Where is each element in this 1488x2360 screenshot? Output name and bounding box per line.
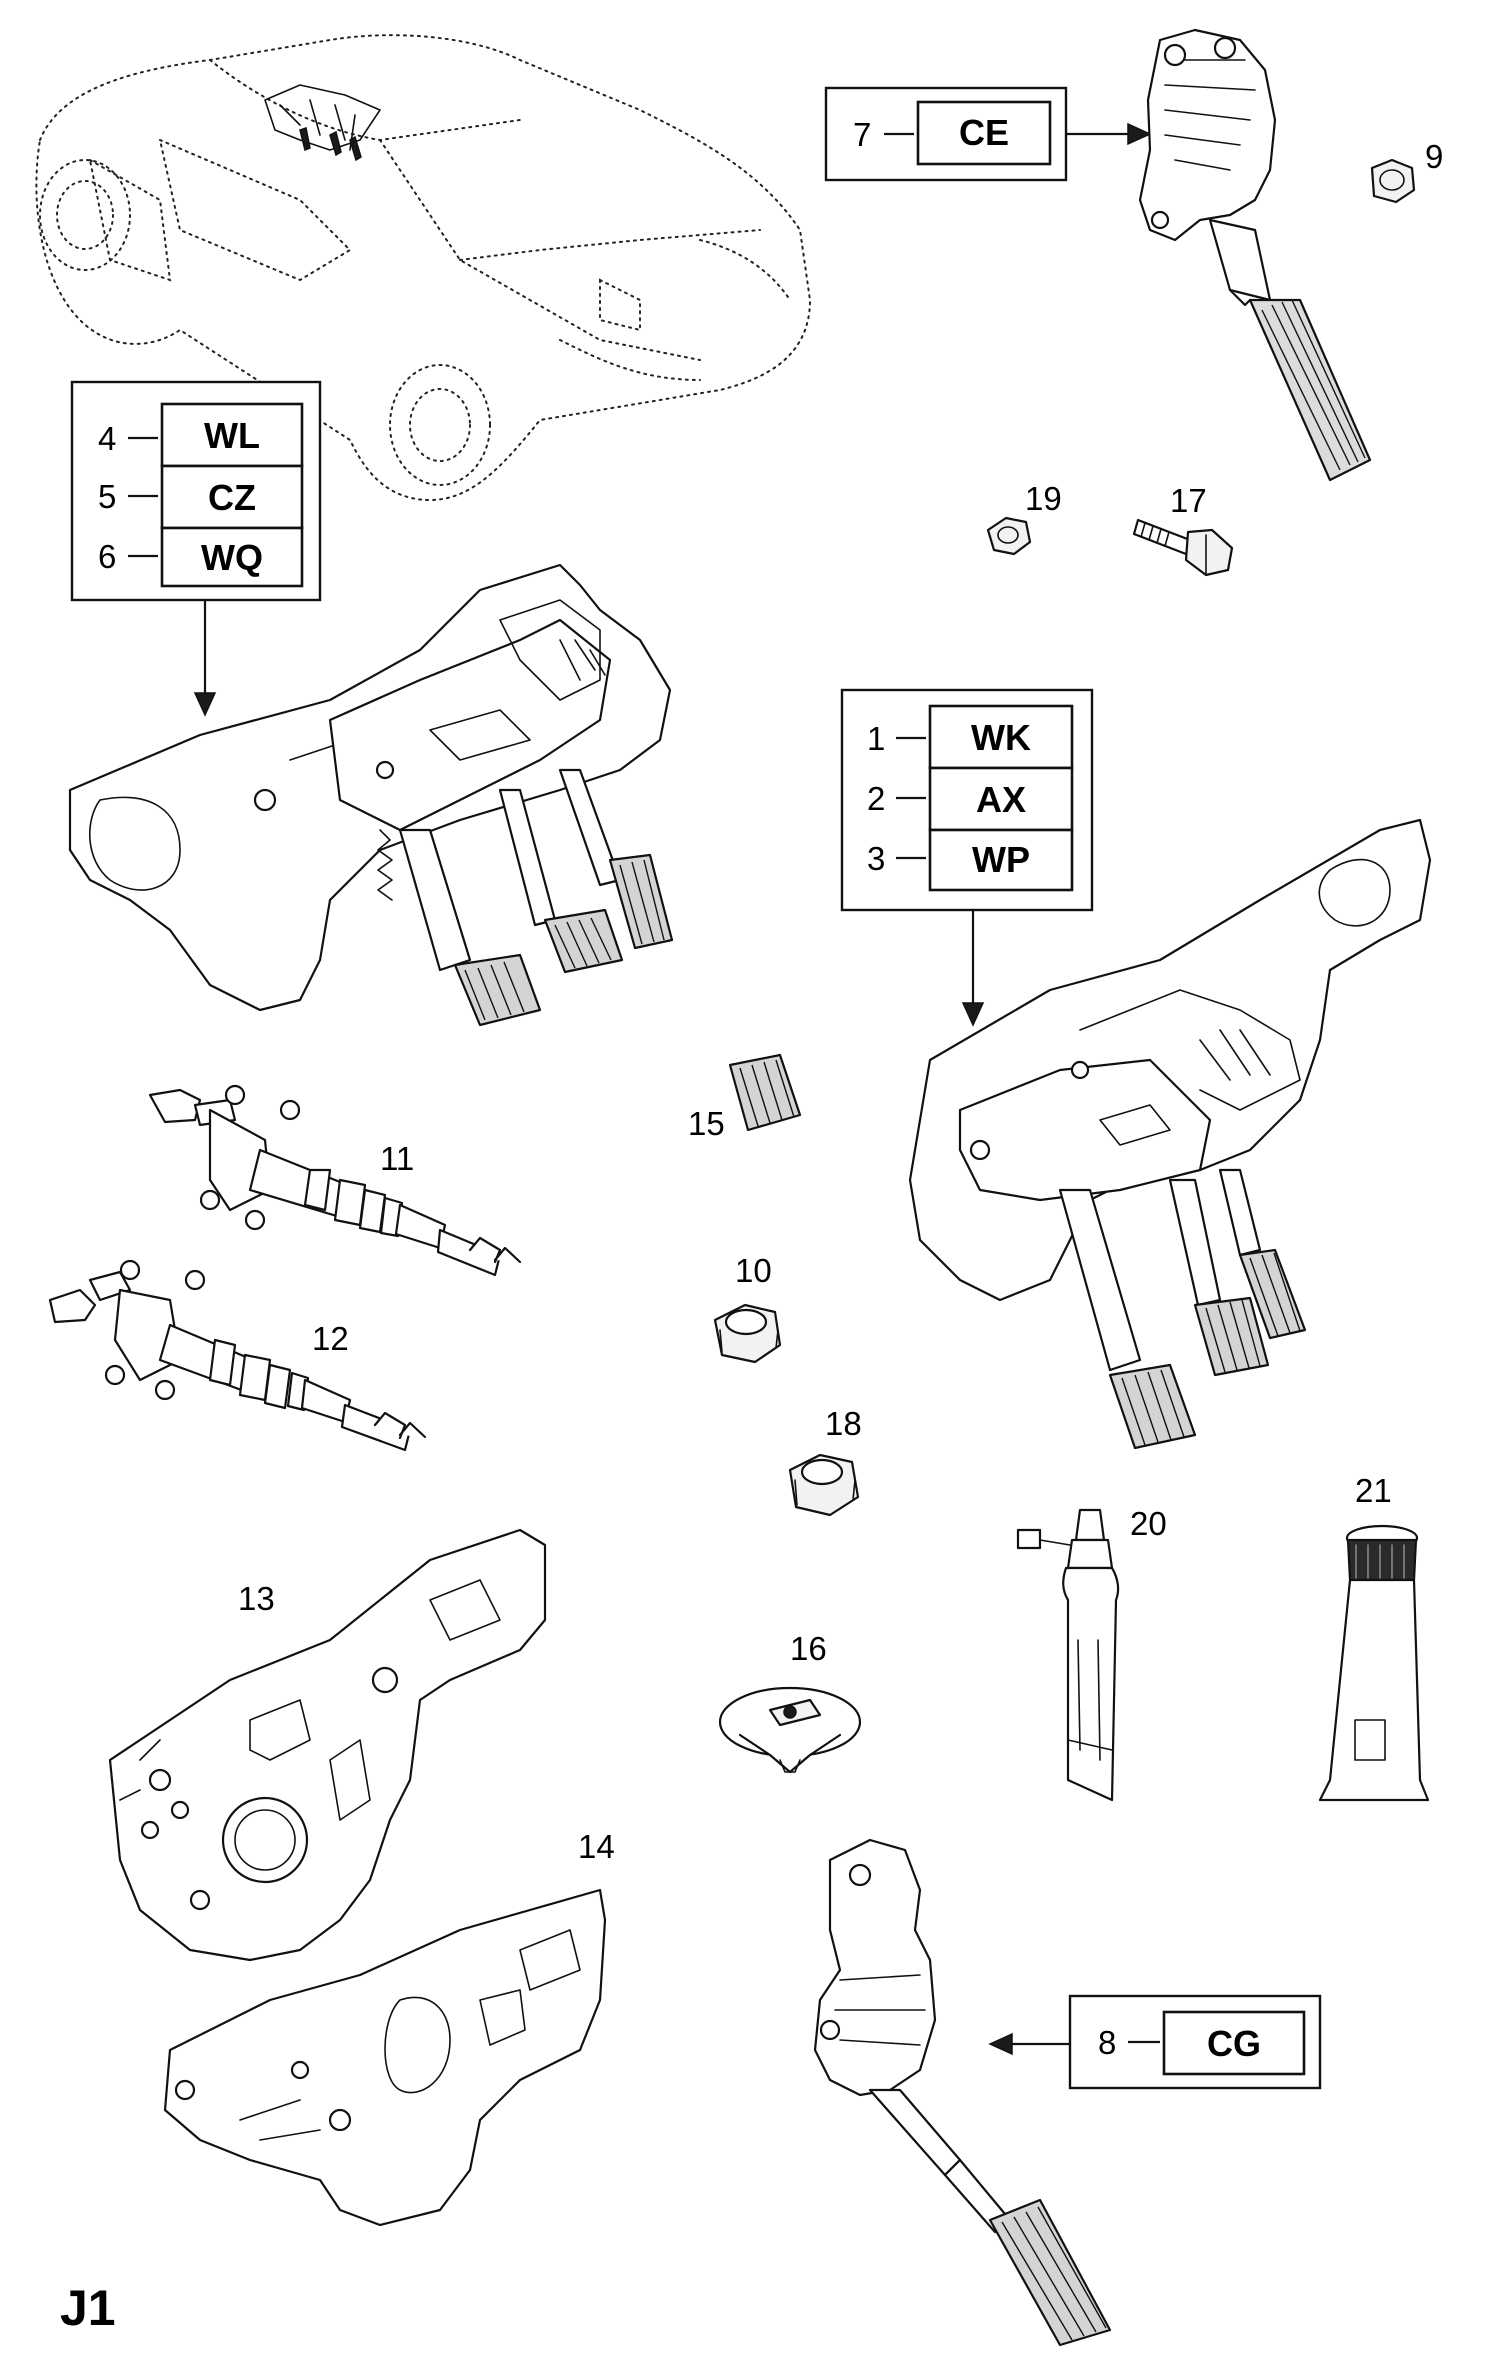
- arrow-down-icon: [193, 692, 217, 717]
- legend-num-1: 1: [867, 720, 885, 757]
- legend-num-3: 3: [867, 840, 885, 877]
- legend-code-wp: WP: [972, 839, 1030, 880]
- legend-num-8: 8: [1098, 2024, 1116, 2061]
- callout-11: 11: [380, 1140, 414, 1177]
- legend-code-ax: AX: [976, 779, 1026, 820]
- vehicle-outline: [35, 34, 812, 502]
- legend-box-ce: 7 CE: [824, 86, 1152, 182]
- callout-21: 21: [1355, 1472, 1392, 1509]
- legend-box-cg: 8 CG: [988, 1994, 1322, 2090]
- legend-code-wk: WK: [971, 717, 1031, 758]
- arrow-right-icon: [1127, 122, 1152, 146]
- bolt-17: [1132, 518, 1234, 577]
- insulator-panel-13: [108, 1528, 547, 1962]
- legend-num-6: 6: [98, 538, 116, 575]
- legend-code-wl: WL: [204, 415, 260, 456]
- callout-19: 19: [1025, 480, 1062, 517]
- legend-num-4: 4: [98, 420, 116, 457]
- accelerator-pedal-top: [1138, 28, 1372, 482]
- legend-box-wl-cz-wq: 4 WL 5 CZ 6 WQ: [70, 380, 322, 717]
- legend-code-wq: WQ: [201, 537, 263, 578]
- nut-19: [986, 516, 1032, 556]
- callout-12: 12: [312, 1320, 349, 1357]
- pedal-assembly-left: [68, 563, 674, 1027]
- callout-15: 15: [688, 1105, 725, 1142]
- pedal-assembly-right: [908, 818, 1432, 1450]
- legend-num-5: 5: [98, 478, 116, 515]
- legend-code-ce: CE: [959, 112, 1009, 153]
- callout-20: 20: [1130, 1505, 1167, 1542]
- clip-16: [718, 1686, 862, 1774]
- nut-18: [788, 1453, 860, 1517]
- master-cylinder-11: [148, 1084, 522, 1277]
- grease-tube-21: [1318, 1524, 1430, 1802]
- callout-17: 17: [1170, 482, 1207, 519]
- adhesive-bottle-20: [1016, 1508, 1120, 1802]
- callout-13: 13: [238, 1580, 275, 1617]
- legend-box-wk-ax-wp: 1 WK 2 AX 3 WP: [840, 688, 1094, 1027]
- arrow-left-icon: [988, 2032, 1013, 2056]
- nut-10: [713, 1303, 782, 1364]
- legend-num-2: 2: [867, 780, 885, 817]
- legend-code-cg: CG: [1207, 2023, 1261, 2064]
- callout-10: 10: [735, 1252, 772, 1289]
- callout-16: 16: [790, 1630, 827, 1667]
- pedal-pad-15: [728, 1053, 802, 1132]
- accelerator-pedal-bottom: [813, 1838, 1112, 2347]
- legend-code-cz: CZ: [208, 477, 256, 518]
- arrow-down-icon: [961, 1002, 985, 1027]
- legend-num-7: 7: [853, 116, 871, 153]
- callout-9: 9: [1425, 138, 1443, 175]
- hex-nut-9: [1370, 158, 1416, 204]
- master-cylinder-12: [48, 1259, 427, 1452]
- callout-14: 14: [578, 1828, 615, 1865]
- page-label: J1: [60, 2280, 116, 2336]
- callout-18: 18: [825, 1405, 862, 1442]
- insulator-panel-14: [163, 1888, 607, 2227]
